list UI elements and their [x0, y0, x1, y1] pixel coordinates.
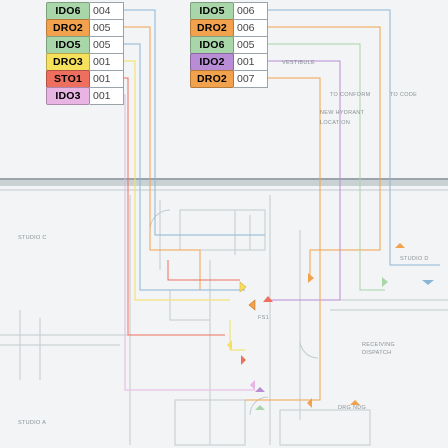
room-label-dispatch: DISPATCH — [362, 350, 392, 356]
tag-code: IDO3 — [46, 87, 90, 105]
door-tag-ido2-001[interactable]: IDO2 001 — [190, 53, 268, 71]
tag-value: 001 — [90, 87, 124, 105]
door-tag-ido5-006[interactable]: IDO5 006 — [190, 2, 268, 20]
tag-value: 005 — [90, 36, 124, 54]
tag-code: IDO6 — [190, 36, 234, 54]
room-label-receiving: RECEIVING — [362, 342, 395, 348]
tag-value: 005 — [90, 19, 124, 37]
door-tag-ido3-001[interactable]: IDO3 001 — [46, 87, 124, 105]
note-hydrant-2: LOCATION — [320, 120, 351, 126]
door-tag-dro2-007[interactable]: DRO2 007 — [190, 70, 268, 88]
tag-code: IDO5 — [46, 36, 90, 54]
tag-value: 001 — [90, 70, 124, 88]
tag-code: IDO5 — [190, 2, 234, 20]
tag-value: 001 — [234, 53, 268, 71]
structural-band — [0, 178, 448, 186]
room-label-studio-c: STUDIO C — [18, 235, 47, 241]
room-label-studio-a: STUDIO A — [18, 420, 47, 426]
door-tag-sto1-001[interactable]: STO1 001 — [46, 70, 124, 88]
tag-code: DRO2 — [190, 19, 234, 37]
room-label-studio-d: STUDIO D — [400, 256, 429, 262]
leader-lines — [120, 9, 440, 401]
tag-code: STO1 — [46, 70, 90, 88]
note-hydrant-1: NEW HYDRANT — [320, 110, 365, 116]
note-conform-2: TO CODE — [390, 92, 418, 98]
note-conform-1: TO CONFORM — [330, 92, 371, 98]
tag-value: 006 — [234, 2, 268, 20]
room-label-drg-ndg: DRG NDG — [338, 405, 367, 411]
room-label-fs1: FS1 — [258, 315, 269, 321]
door-tag-dro3-001[interactable]: DRO3 001 — [46, 53, 124, 71]
door-markers — [227, 243, 434, 410]
room-label-vestibule: VESTIBULE — [282, 60, 315, 66]
tag-code: IDO6 — [46, 2, 90, 20]
tag-value: 006 — [234, 19, 268, 37]
tag-code: DRO3 — [46, 53, 90, 71]
door-tag-ido6-005[interactable]: IDO6 005 — [190, 36, 268, 54]
tag-value: 004 — [90, 2, 124, 20]
tag-value: 005 — [234, 36, 268, 54]
tag-code: DRO2 — [190, 70, 234, 88]
door-tag-ido5-005[interactable]: IDO5 005 — [46, 36, 124, 54]
door-tag-dro2-006[interactable]: DRO2 006 — [190, 19, 268, 37]
tag-code: IDO2 — [190, 53, 234, 71]
tag-code: DRO2 — [46, 19, 90, 37]
tag-value: 007 — [234, 70, 268, 88]
door-tag-dro2-005[interactable]: DRO2 005 — [46, 19, 124, 37]
tag-value: 001 — [90, 53, 124, 71]
door-tag-ido6-004[interactable]: IDO6 004 — [46, 2, 124, 20]
